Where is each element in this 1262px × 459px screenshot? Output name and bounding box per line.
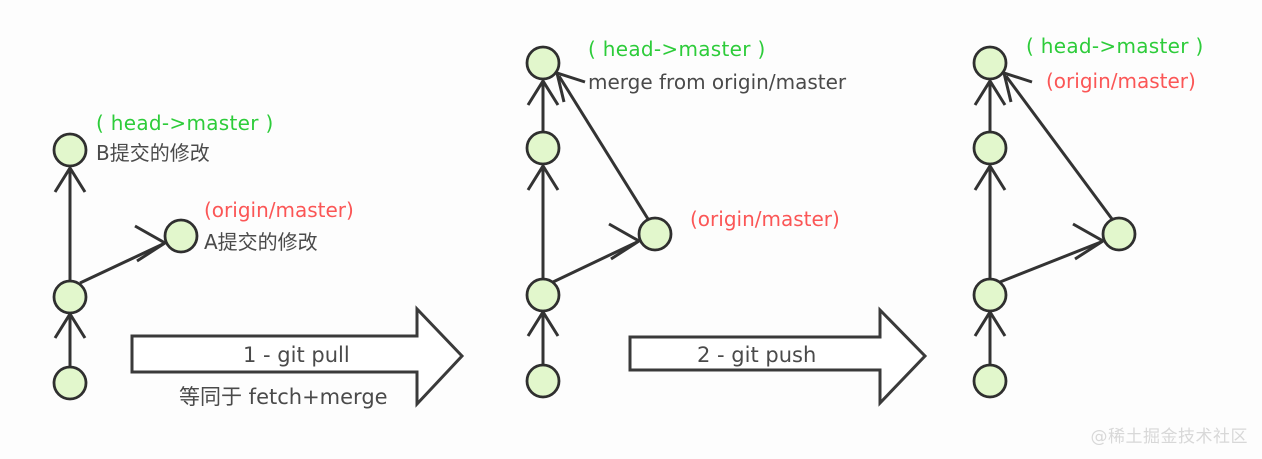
commit-node-l-root[interactable] (52, 365, 88, 401)
edge-r-origin-to-merge (1004, 75, 1114, 220)
origin-note-left: A提交的修改 (204, 230, 318, 254)
arrowhead-m-b-to-merge (526, 78, 560, 106)
git-push-label: 2 - git push (697, 343, 817, 367)
arrowhead-r-b-to-merge (973, 78, 1007, 106)
head-master-label-middle: ( head->master ) (588, 37, 766, 61)
arrowhead-base-to-origin (134, 224, 168, 263)
edge-group-left (53, 165, 168, 367)
block-arrow-shape-1 (130, 305, 465, 408)
merge-note-middle: merge from origin/master (588, 70, 847, 94)
commit-node-m-base[interactable] (525, 277, 561, 313)
commit-node-r-root[interactable] (972, 363, 1008, 399)
head-master-label-right: ( head->master ) (1026, 34, 1204, 58)
edge-m-origin-to-merge (557, 75, 650, 220)
transition-arrow-git-pull[interactable] (130, 305, 465, 408)
origin-master-label-left: (origin/master) (204, 198, 354, 222)
edge-group-middle (526, 70, 650, 365)
watermark: @稀土掘金技术社区 (1090, 427, 1248, 447)
panel-after-push (972, 45, 1137, 399)
transition-arrow-git-push[interactable] (628, 306, 928, 407)
commit-node-l-top[interactable] (52, 132, 88, 168)
git-pull-label: 1 - git pull (243, 343, 350, 367)
git-pull-sublabel: 等同于 fetch+merge (179, 385, 388, 409)
edge-m-base-to-origin (552, 240, 638, 284)
commit-node-l-origin[interactable] (163, 218, 199, 254)
arrowhead-base-to-top (53, 165, 87, 193)
node-group-right (972, 45, 1137, 399)
head-note-left: B提交的修改 (96, 141, 210, 165)
commit-node-r-merge[interactable] (972, 45, 1008, 81)
arrowhead-m-base-to-origin (608, 222, 642, 261)
node-group-left (52, 132, 199, 401)
commit-node-r-b[interactable] (972, 130, 1008, 166)
commit-node-m-origin[interactable] (637, 216, 673, 252)
block-arrow-shape-2 (628, 306, 928, 407)
head-master-label-left: ( head->master ) (96, 111, 274, 135)
panel-after-pull (525, 45, 673, 399)
panel-before-pull (52, 132, 199, 401)
edge-base-to-origin (79, 242, 164, 285)
edge-r-base-to-origin (999, 240, 1102, 284)
commit-node-r-origin[interactable] (1101, 216, 1137, 252)
commit-node-m-b[interactable] (525, 130, 561, 166)
arrowhead-m-base-to-b (526, 163, 560, 191)
commit-node-m-root[interactable] (525, 363, 561, 399)
node-group-middle (525, 45, 673, 399)
commit-node-m-merge[interactable] (525, 45, 561, 81)
arrowhead-r-base-to-origin (1072, 222, 1106, 261)
edge-group-right (973, 70, 1114, 365)
commit-node-l-base[interactable] (52, 279, 88, 315)
origin-master-label-right: (origin/master) (1046, 69, 1196, 93)
commit-node-r-base[interactable] (972, 277, 1008, 313)
arrowhead-r-base-to-b (973, 163, 1007, 191)
origin-master-label-middle: (origin/master) (690, 207, 840, 231)
